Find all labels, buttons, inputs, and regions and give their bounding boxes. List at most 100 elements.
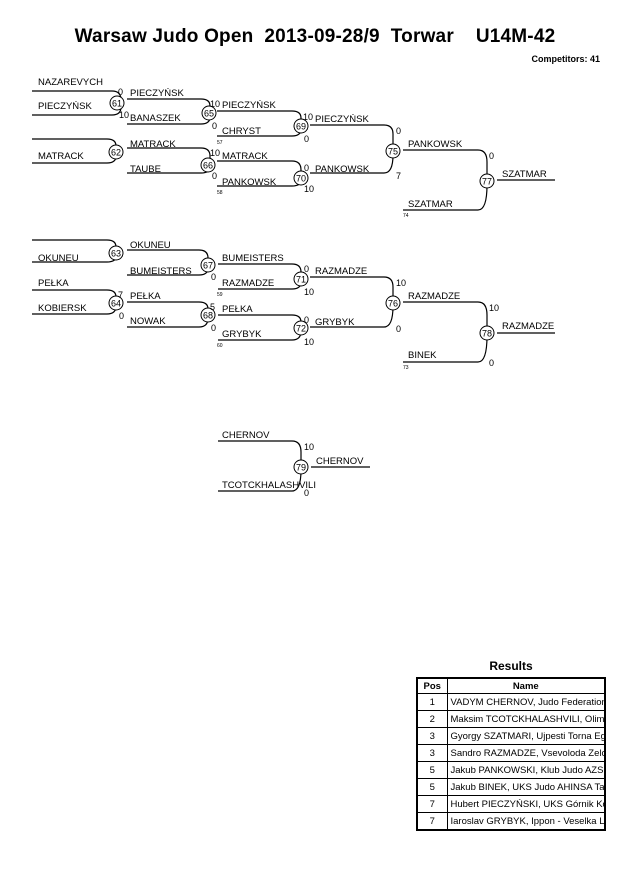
pos-cell: 3 [416,727,448,745]
match-node: 72 [293,320,309,336]
svg-text:67: 67 [203,261,213,271]
competitor-name: RAZMADZE [502,321,554,332]
svg-text:75: 75 [388,147,398,157]
competitor-name: PEŁKA [222,304,253,315]
pos-cell: 7 [416,812,448,831]
score: 0 [304,264,309,274]
match-node: 67 [200,257,216,273]
pos-cell: 3 [416,744,448,762]
score: 0 [396,126,401,136]
name-cell: Iaroslav GRYBYK, Ippon - Veselka L [446,812,606,831]
svg-text:76: 76 [388,299,398,309]
match-node: 63 [108,245,124,261]
competitor-name: CHRYST [222,126,261,137]
score: 0 [489,358,494,368]
score: 0 [396,324,401,334]
competitor-name: MATRACK [38,151,84,162]
competitor-name: PANKOWSK [408,139,463,150]
score: 0 [212,121,217,131]
competitor-name: SZATMAR [502,169,547,180]
score: 10 [303,112,313,122]
pos-cell: 5 [416,761,448,779]
score: 10 [210,148,220,158]
score: 0 [304,488,309,498]
name-cell: Jakub BINEK, UKS Judo AHINSA Tar [446,778,606,796]
svg-text:72: 72 [296,324,306,334]
competitor-name: CHERNOV [222,430,270,441]
svg-text:65: 65 [204,109,214,119]
reference-numbers: 57 58 59 60 73 74 [217,140,409,371]
ref-number: 60 [217,343,223,349]
competitor-name: OKUNEU [130,240,171,251]
score: 7 [396,171,401,181]
competitor-name: MATRACK [130,139,176,150]
competitor-name: MATRACK [222,151,268,162]
competitor-name: NAZAREVYCH [38,77,103,88]
competitor-name: BUMEISTERS [130,266,192,277]
competitor-name: GRYBYK [315,317,355,328]
ref-number: 59 [217,292,223,298]
competitor-names: NAZAREVYCH PIECZYŃSK PIECZYŃSK BANASZEK … [38,77,554,491]
name-cell: Sandro RAZMADZE, Vsevoloda Zelc [446,744,606,762]
score: 0 [489,151,494,161]
score: 10 [304,287,314,297]
score: 10 [304,184,314,194]
competitor-name: PIECZYŃSK [130,88,185,99]
pos-cell: 5 [416,778,448,796]
competitors-count: Competitors: 41 [531,54,600,64]
svg-text:78: 78 [482,329,492,339]
name-cell: Jakub PANKOWSKI, Klub Judo AZS [446,761,606,779]
score: 10 [304,337,314,347]
svg-text:79: 79 [296,463,306,473]
svg-text:69: 69 [296,122,306,132]
svg-text:63: 63 [111,249,121,259]
match-node: 75 [385,143,401,159]
match-node: 61 [109,95,125,111]
score: 0 [304,163,309,173]
match-node: 70 [293,170,309,186]
competitor-name: RAZMADZE [315,266,367,277]
competitor-name: GRYBYK [222,329,262,340]
score: 10 [210,99,220,109]
table-header-row: Pos Name [416,677,606,694]
score: 0 [304,315,309,325]
score: 0 [119,311,124,321]
svg-text:64: 64 [111,299,121,309]
competitor-name: RAZMADZE [408,291,460,302]
score: 10 [304,442,314,452]
competitor-name: BANASZEK [130,113,181,124]
match-node: 65 [201,105,217,121]
svg-text:62: 62 [111,148,121,158]
pos-cell: 7 [416,795,448,813]
match-scores: 0 10 10 0 10 0 10 0 0 10 0 7 0 7 0 5 0 0… [118,87,499,498]
ref-number: 58 [217,190,223,196]
ref-number: 74 [403,213,409,219]
pos-cell: 1 [416,693,448,711]
match-node: 71 [293,271,309,287]
score: 10 [489,303,499,313]
name-cell: Maksim TCOTCKHALASHVILI, Olimpiy [446,710,606,728]
pos-cell: 2 [416,710,448,728]
competitor-name: RAZMADZE [222,278,274,289]
match-node: 69 [293,118,309,134]
competitor-name: PIECZYŃSK [38,101,93,112]
name-cell: VADYM CHERNOV, Judo Federation [446,693,606,711]
name-cell: Hubert PIECZYŃSKI, UKS Górnik Kon [446,795,606,813]
score: 5 [210,302,215,312]
competitor-name: PIECZYŃSK [315,114,370,125]
svg-text:71: 71 [296,275,306,285]
competitor-name: OKUNEU [38,253,79,264]
competitor-name: KOBIERSK [38,303,87,314]
competitor-name: CHERNOV [316,456,364,467]
name-cell: Gyorgy SZATMARI, Ujpesti Torna Eg [446,727,606,745]
competitor-name: SZATMAR [408,199,453,210]
match-node: 68 [200,307,216,323]
